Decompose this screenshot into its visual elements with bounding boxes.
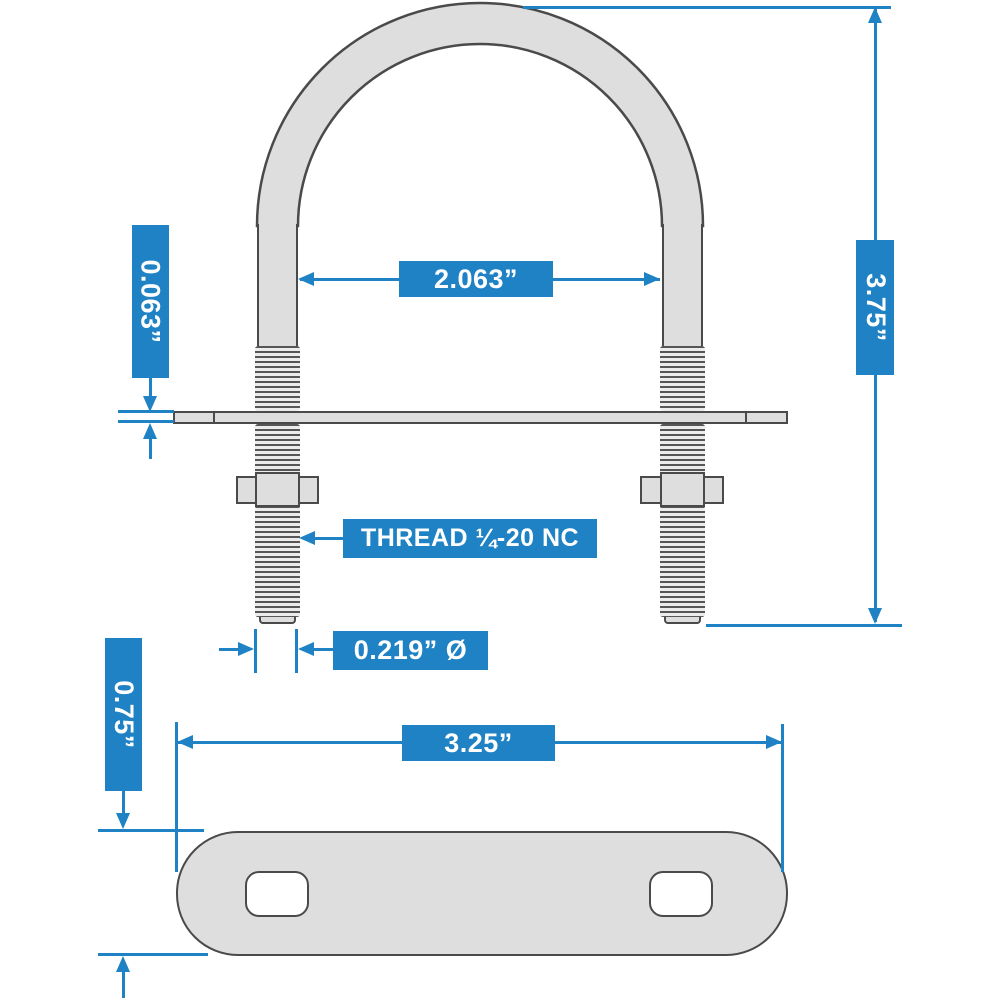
arrowhead-overall-bottom [868, 608, 882, 624]
dim-leader-plate-height-bottom [122, 972, 125, 998]
ext-line-diameter-right [295, 629, 298, 673]
arrowhead-plate-length-right [766, 735, 782, 749]
dim-label-overall-height: 3.75” [856, 240, 894, 375]
arrowhead-thread [299, 531, 315, 545]
ext-line-plate-length-right [781, 724, 784, 872]
plate-section-break-left [213, 413, 215, 422]
left-rod-tip [259, 617, 296, 624]
dim-label-plate-length: 3.25” [402, 725, 555, 761]
dim-label-plate-height: 0.75” [105, 638, 142, 791]
ext-line-overall-top [523, 6, 891, 9]
right-leg-rod [662, 224, 703, 346]
right-rod-tip [664, 617, 701, 624]
ext-line-plan-bottom [98, 953, 208, 956]
right-thread-lower [660, 506, 705, 617]
arrowhead-inner-width-left [298, 272, 314, 286]
ext-line-plate-length-left [175, 722, 178, 872]
left-thread-lower [255, 506, 300, 617]
dim-leader-plate-height-top [122, 791, 125, 815]
left-thread-upper [255, 346, 300, 411]
arrowhead-inner-width-right [644, 272, 660, 286]
right-thread-middle [660, 424, 705, 474]
ext-line-plan-top [98, 829, 204, 832]
left-nut-face [255, 472, 300, 507]
dim-leader-plate-thickness-top [149, 378, 152, 400]
arrowhead-plate-length-left [177, 735, 193, 749]
dim-label-rod-diameter: 0.219” Ø [333, 631, 488, 670]
plate-slot-left [245, 871, 309, 917]
left-thread-middle [255, 424, 300, 474]
arrowhead-plate-height-down [116, 813, 130, 829]
arrowhead-diameter-right [298, 642, 314, 656]
dim-label-plate-thickness: 0.063” [132, 225, 169, 378]
arrowhead-overall-top [868, 7, 882, 23]
arrowhead-diameter-left [238, 642, 254, 656]
right-thread-upper [660, 346, 705, 411]
arrowhead-plate-thickness-up [143, 423, 157, 439]
dim-leader-plate-thickness-bottom [149, 437, 152, 459]
plate-slot-right [649, 871, 713, 917]
dim-label-inner-width: 2.063” [399, 261, 553, 297]
ext-line-plate-top [118, 410, 174, 413]
right-nut-face [660, 472, 705, 507]
arrowhead-plate-thickness-down [143, 396, 157, 412]
ext-line-diameter-left [254, 629, 257, 673]
plate-section-break-right [745, 413, 747, 422]
arrowhead-plate-height-up [116, 956, 130, 972]
callout-label-thread-spec: THREAD ¼-20 NC [343, 519, 597, 558]
dim-line-diameter-left [219, 648, 241, 651]
left-leg-rod [257, 224, 298, 346]
leader-line-thread [312, 537, 344, 540]
mounting-plate-section [173, 411, 788, 424]
ext-line-overall-bottom [706, 624, 902, 627]
ext-line-plate-bottom [118, 420, 174, 423]
dim-line-diameter-right [314, 648, 334, 651]
